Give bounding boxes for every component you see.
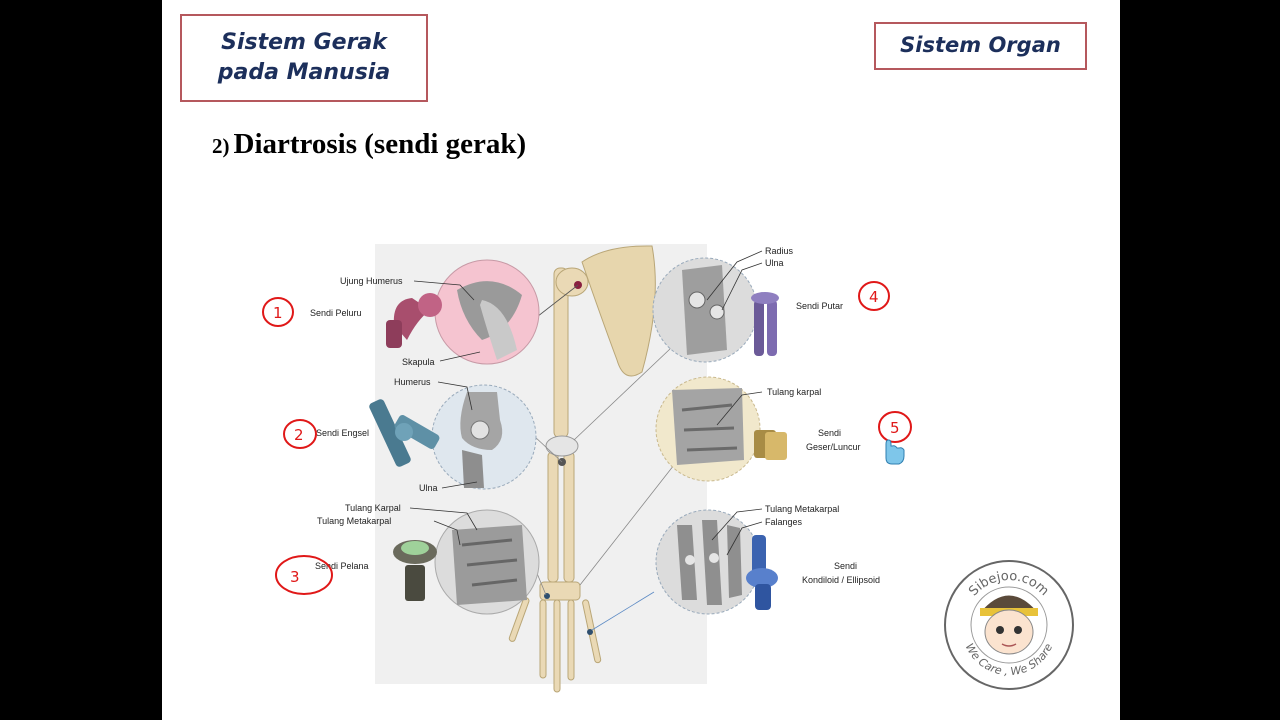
label-sendi-geser-1: Sendi — [818, 428, 841, 438]
svg-text:1: 1 — [273, 304, 283, 322]
annotation-3: 3 — [275, 555, 333, 595]
label-radius: Radius — [765, 246, 794, 256]
leader-tulang-metakarpal-right — [711, 508, 763, 541]
annotation-5: 5 — [878, 411, 912, 443]
main-title-line1: Sistem Gerak — [221, 30, 387, 55]
radius-bone — [563, 451, 575, 583]
scapula-shape — [581, 245, 656, 377]
gliding-joint-model — [754, 430, 787, 460]
leader-tulang-metakarpal-left — [433, 520, 461, 546]
label-tulang-karpal-left: Tulang Karpal — [345, 503, 401, 513]
heading-text: Diartrosis (sendi gerak) — [233, 128, 527, 160]
label-sendi-kondiloid-2: Kondiloid / Ellipsoid — [802, 575, 880, 585]
leader-tulang-karpal-right — [716, 391, 763, 426]
annotation-4: 4 — [858, 281, 890, 311]
inset-pivot — [652, 257, 758, 363]
joint-diagram: Ujung Humerus Sendi Peluru Skapula Humer… — [262, 244, 912, 693]
svg-text:5: 5 — [890, 419, 900, 437]
label-sendi-pelana: Sendi Pelana — [315, 561, 369, 571]
leader-radius — [706, 250, 763, 301]
label-sendi-putar: Sendi Putar — [796, 301, 843, 311]
main-title-line2: pada Manusia — [217, 60, 391, 85]
label-tulang-metakarpal-right: Tulang Metakarpal — [765, 504, 839, 514]
sibejoo-watermark: Sibejoo.com We Care , We Share — [944, 560, 1074, 690]
inset-elbow — [431, 384, 537, 490]
inset-saddle — [434, 509, 540, 615]
leader-ulna-left — [441, 481, 478, 489]
wrist-marker — [544, 593, 550, 599]
saddle-joint-model — [393, 540, 437, 601]
ulna-bone — [547, 451, 559, 583]
label-sendi-geser-2: Geser/Luncur — [806, 442, 861, 452]
label-humerus: Humerus — [394, 377, 431, 387]
label-sendi-engsel: Sendi Engsel — [316, 428, 369, 438]
leader-falanges — [726, 521, 763, 556]
svg-text:2: 2 — [294, 426, 304, 444]
condyloid-joint-model — [746, 535, 778, 610]
inset-shoulder — [434, 259, 540, 365]
label-ulna-left: Ulna — [419, 483, 438, 493]
humerus-head — [555, 267, 589, 297]
label-ujung-humerus: Ujung Humerus — [340, 276, 403, 286]
leader-ujung-humerus — [413, 280, 475, 301]
svg-text:3: 3 — [290, 568, 300, 586]
leader-ulna-right — [721, 262, 763, 311]
annotation-1: 1 — [262, 297, 294, 327]
label-tulang-karpal-right: Tulang karpal — [767, 387, 821, 397]
hand-cursor-icon — [885, 439, 905, 465]
label-falanges: Falanges — [765, 517, 803, 527]
pivot-joint-model — [751, 292, 779, 356]
leader-humerus — [437, 381, 473, 411]
inset-gliding — [655, 376, 761, 482]
annotation-2: 2 — [283, 419, 317, 449]
section-title: Sistem Organ — [900, 33, 1061, 57]
leader-tulang-karpal-left — [409, 507, 478, 531]
slide-heading: 2) Diartrosis (sendi gerak) — [212, 128, 526, 161]
finger-marker — [587, 629, 593, 635]
hinge-joint-model — [369, 399, 440, 467]
label-skapula: Skapula — [402, 357, 435, 367]
label-sendi-kondiloid-1: Sendi — [834, 561, 857, 571]
connector-elbow — [533, 435, 563, 463]
label-tulang-metakarpal-left: Tulang Metakarpal — [317, 516, 391, 526]
inset-condyloid — [655, 509, 761, 615]
connector-condyloid — [591, 591, 655, 631]
main-title-box: Sistem Gerak pada Manusia — [180, 14, 428, 102]
connector-shoulder — [532, 284, 579, 321]
heading-number: 2) — [212, 134, 230, 158]
elbow-joint — [545, 435, 579, 457]
slide: Sistem Gerak pada Manusia Sistem Organ 2… — [162, 0, 1120, 720]
svg-text:4: 4 — [869, 288, 879, 306]
watermark-inner-ring — [970, 586, 1048, 664]
mascot-face — [980, 595, 1038, 655]
ball-joint-model — [386, 293, 442, 348]
label-ulna-right: Ulna — [765, 258, 784, 268]
label-sendi-peluru: Sendi Peluru — [310, 308, 362, 318]
leader-skapula — [439, 351, 481, 362]
section-title-box: Sistem Organ — [874, 22, 1087, 70]
